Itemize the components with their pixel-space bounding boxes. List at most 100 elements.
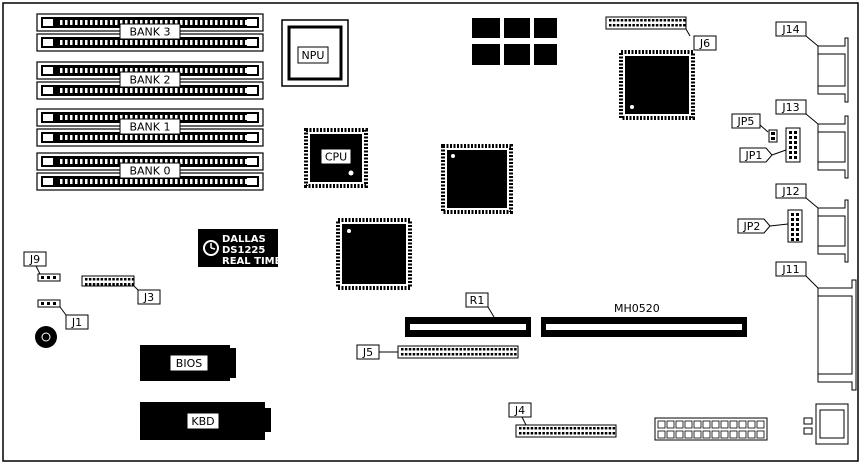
jumper-pin xyxy=(794,131,797,134)
expansion-slot-r1 xyxy=(405,317,531,337)
jumper-pin xyxy=(791,218,794,221)
qfp-chip-top-right xyxy=(619,50,695,120)
simm-slot xyxy=(36,61,264,80)
power-pin xyxy=(756,430,765,439)
header-pin xyxy=(428,348,431,351)
header-pin xyxy=(573,427,577,430)
header-pin xyxy=(467,348,470,351)
header-pin xyxy=(569,432,573,435)
svg-text:J4: J4 xyxy=(514,404,525,417)
header-pin xyxy=(498,348,501,351)
svg-text:REAL TIME: REAL TIME xyxy=(222,256,282,267)
simm-slot xyxy=(36,81,264,100)
header-pin xyxy=(447,348,451,351)
header-pin xyxy=(404,348,408,351)
header-pin xyxy=(671,19,674,22)
header-pin xyxy=(455,353,459,356)
header-pin xyxy=(675,24,678,27)
jumper-pin xyxy=(794,151,797,154)
header-pin xyxy=(127,283,131,286)
jp5-jumper: JP5 xyxy=(731,113,778,143)
header-pin xyxy=(479,348,482,351)
svg-text:BANK 2: BANK 2 xyxy=(129,74,170,87)
svg-text:JP2: JP2 xyxy=(743,220,761,233)
header-pin xyxy=(632,24,635,27)
svg-text:J3: J3 xyxy=(143,291,154,304)
jumper-pin xyxy=(796,233,799,236)
header-pin xyxy=(85,283,88,286)
jumper-pin xyxy=(796,238,799,241)
header-pin xyxy=(608,432,612,435)
header-pin xyxy=(408,353,412,356)
header-pin xyxy=(494,353,498,356)
jumper-pin xyxy=(796,228,799,231)
header-pin xyxy=(526,432,530,435)
header-pin xyxy=(404,353,408,356)
header-pin xyxy=(573,432,577,435)
header-pin xyxy=(100,278,104,281)
header-pin xyxy=(636,24,639,27)
header-pin xyxy=(609,19,612,22)
header-pin xyxy=(471,353,474,356)
header-pin xyxy=(412,353,416,356)
svg-text:JP5: JP5 xyxy=(737,115,755,128)
header-pin xyxy=(585,432,588,435)
header-pin xyxy=(612,432,616,435)
svg-text:R1: R1 xyxy=(470,294,485,307)
header-pin xyxy=(486,348,490,351)
power-pin xyxy=(702,430,711,439)
svg-text:KBD: KBD xyxy=(191,415,214,428)
header-pin xyxy=(482,348,486,351)
header-pin xyxy=(683,24,686,27)
header-pin xyxy=(432,353,435,356)
bank-0-label: BANK 0 xyxy=(119,162,181,179)
header-pin xyxy=(412,348,416,351)
header-pin xyxy=(502,348,505,351)
header-pin xyxy=(648,19,651,22)
header-pin xyxy=(616,19,620,22)
header-pin xyxy=(663,24,667,27)
header-pin xyxy=(597,432,600,435)
svg-text:BANK 0: BANK 0 xyxy=(129,165,170,178)
power-pin xyxy=(675,430,684,439)
header-pin xyxy=(108,283,111,286)
power-pin xyxy=(720,430,729,439)
header-pin xyxy=(644,24,647,27)
jp2-jumper: JP2 xyxy=(737,209,803,243)
header-pin xyxy=(428,353,431,356)
header-pin xyxy=(112,283,115,286)
header-pin xyxy=(443,353,447,356)
jumper-pin xyxy=(789,156,792,159)
top-center-modules xyxy=(472,18,557,65)
simm-slot xyxy=(36,152,264,171)
header-pin xyxy=(424,348,427,351)
header-pin xyxy=(612,24,616,27)
jumper-pin xyxy=(789,131,792,134)
header-pin xyxy=(616,24,620,27)
header-pin xyxy=(600,427,604,430)
header-pin xyxy=(561,432,565,435)
r1-label: R1 xyxy=(465,292,495,318)
header-pin xyxy=(88,278,92,281)
svg-text:BANK 3: BANK 3 xyxy=(129,26,170,39)
bios-chip: BIOS xyxy=(140,345,236,381)
header-pin xyxy=(640,24,643,27)
jumper-pin xyxy=(791,233,794,236)
header-pin xyxy=(522,427,526,430)
header-pin xyxy=(131,283,135,286)
j6-header: J6 xyxy=(605,16,717,51)
jumper-pin xyxy=(794,146,797,149)
header-pin xyxy=(463,353,466,356)
header-pin xyxy=(530,432,534,435)
kbd-chip: KBD xyxy=(140,402,271,440)
header-pin xyxy=(443,348,447,351)
header-pin xyxy=(519,432,522,435)
header-pin xyxy=(675,19,678,22)
board-id-label: MH0520 xyxy=(614,302,660,315)
header-pin xyxy=(628,19,631,22)
svg-text:J1: J1 xyxy=(71,316,82,329)
header-pin xyxy=(609,24,612,27)
header-pin xyxy=(600,432,604,435)
header-pin xyxy=(644,19,647,22)
header-pin xyxy=(655,24,659,27)
